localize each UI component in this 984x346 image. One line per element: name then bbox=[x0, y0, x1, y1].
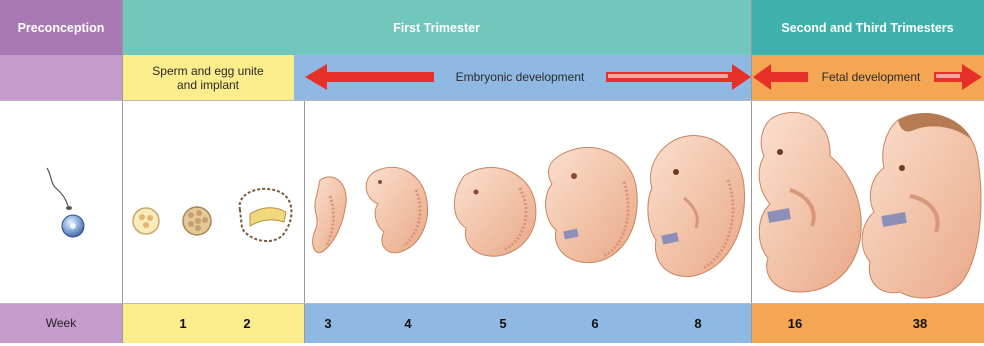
embryo-week-4-illustration bbox=[366, 167, 427, 252]
embryo-week-6-illustration bbox=[546, 147, 638, 262]
embryo-week-8-illustration bbox=[648, 135, 745, 276]
fetus-week-16-illustration bbox=[759, 112, 861, 292]
morula-illustration bbox=[183, 207, 211, 235]
zygote-illustration bbox=[133, 208, 159, 234]
embryonic-label: Embryonic development bbox=[456, 70, 585, 84]
embryo-week-5-illustration bbox=[454, 167, 535, 256]
fetal-label: Fetal development bbox=[822, 70, 921, 84]
embryo-week-3-illustration bbox=[313, 177, 347, 253]
implanting-embryo-illustration bbox=[240, 189, 292, 241]
fetus-week-38-illustration bbox=[862, 113, 981, 298]
sperm-and-egg-illustration bbox=[47, 168, 84, 237]
